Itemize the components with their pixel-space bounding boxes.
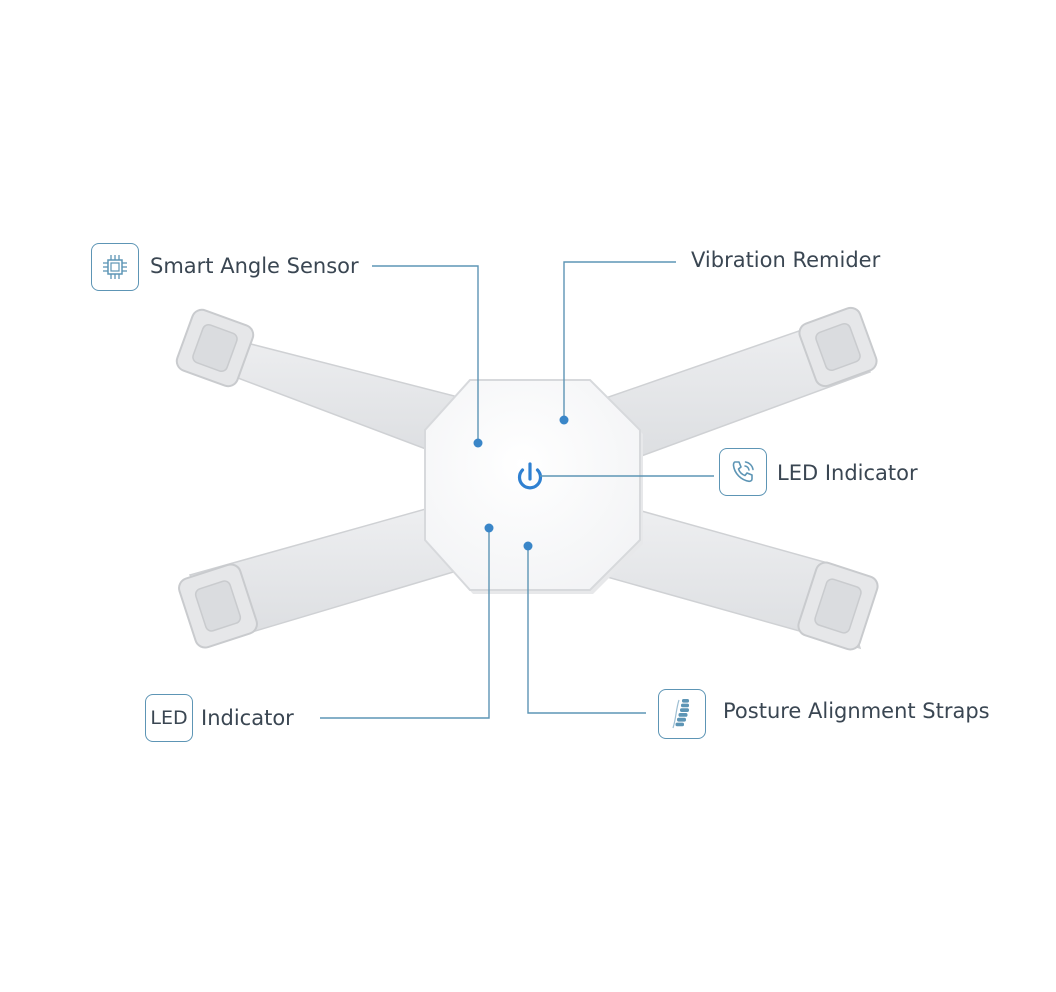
led-indicator-left-label: Indicator	[201, 706, 294, 730]
chip-icon	[103, 255, 127, 279]
smart-angle-sensor-label: Smart Angle Sensor	[150, 254, 359, 278]
spine-icon	[672, 699, 689, 729]
strap-lower-right	[599, 504, 879, 651]
strap-upper-left	[175, 308, 471, 461]
phone-vibrate-icon	[732, 461, 754, 483]
led-indicator-right-label: LED Indicator	[777, 461, 918, 485]
strap-upper-right	[599, 306, 878, 463]
sensor-device-body	[424, 379, 643, 594]
leader-lines	[320, 261, 714, 719]
dot-led-indicator	[484, 523, 494, 533]
led-text-box: LED	[145, 694, 193, 742]
leader-led-indicator-left	[320, 528, 490, 719]
phone-vibrate-icon-box	[719, 448, 767, 496]
strap-lower-left	[178, 504, 461, 649]
chip-icon-box	[91, 243, 139, 291]
vibration-reminder-label: Vibration Remider	[691, 248, 881, 272]
leader-vibration-reminder	[563, 261, 676, 420]
leader-posture-alignment-straps	[527, 546, 646, 714]
posture-alignment-straps-label: Posture Alignment Straps	[723, 699, 990, 723]
dot-smart-angle-sensor	[473, 438, 483, 448]
led-box-text: LED	[150, 706, 188, 729]
dot-posture-alignment-straps	[523, 541, 533, 551]
spine-icon-box	[658, 689, 706, 739]
callout-dots	[473, 415, 569, 551]
dot-vibration-reminder	[559, 415, 569, 425]
leader-smart-angle-sensor	[372, 265, 479, 443]
